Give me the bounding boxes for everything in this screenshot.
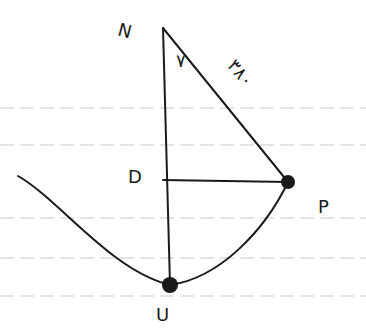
point-label: U [156, 306, 169, 324]
paper-lines [0, 108, 366, 296]
point-label: P [318, 198, 329, 216]
point-label: ۳۸۰ [224, 56, 256, 90]
string-line [163, 28, 288, 182]
point-label: D [128, 168, 142, 186]
bob-dot [281, 175, 295, 189]
bob-dot [162, 277, 178, 293]
point-label: ٧ [176, 52, 186, 70]
swing-arc [18, 176, 288, 285]
vertical-line [163, 28, 170, 285]
horizontal-line [163, 180, 288, 182]
point-label: N [116, 21, 134, 42]
